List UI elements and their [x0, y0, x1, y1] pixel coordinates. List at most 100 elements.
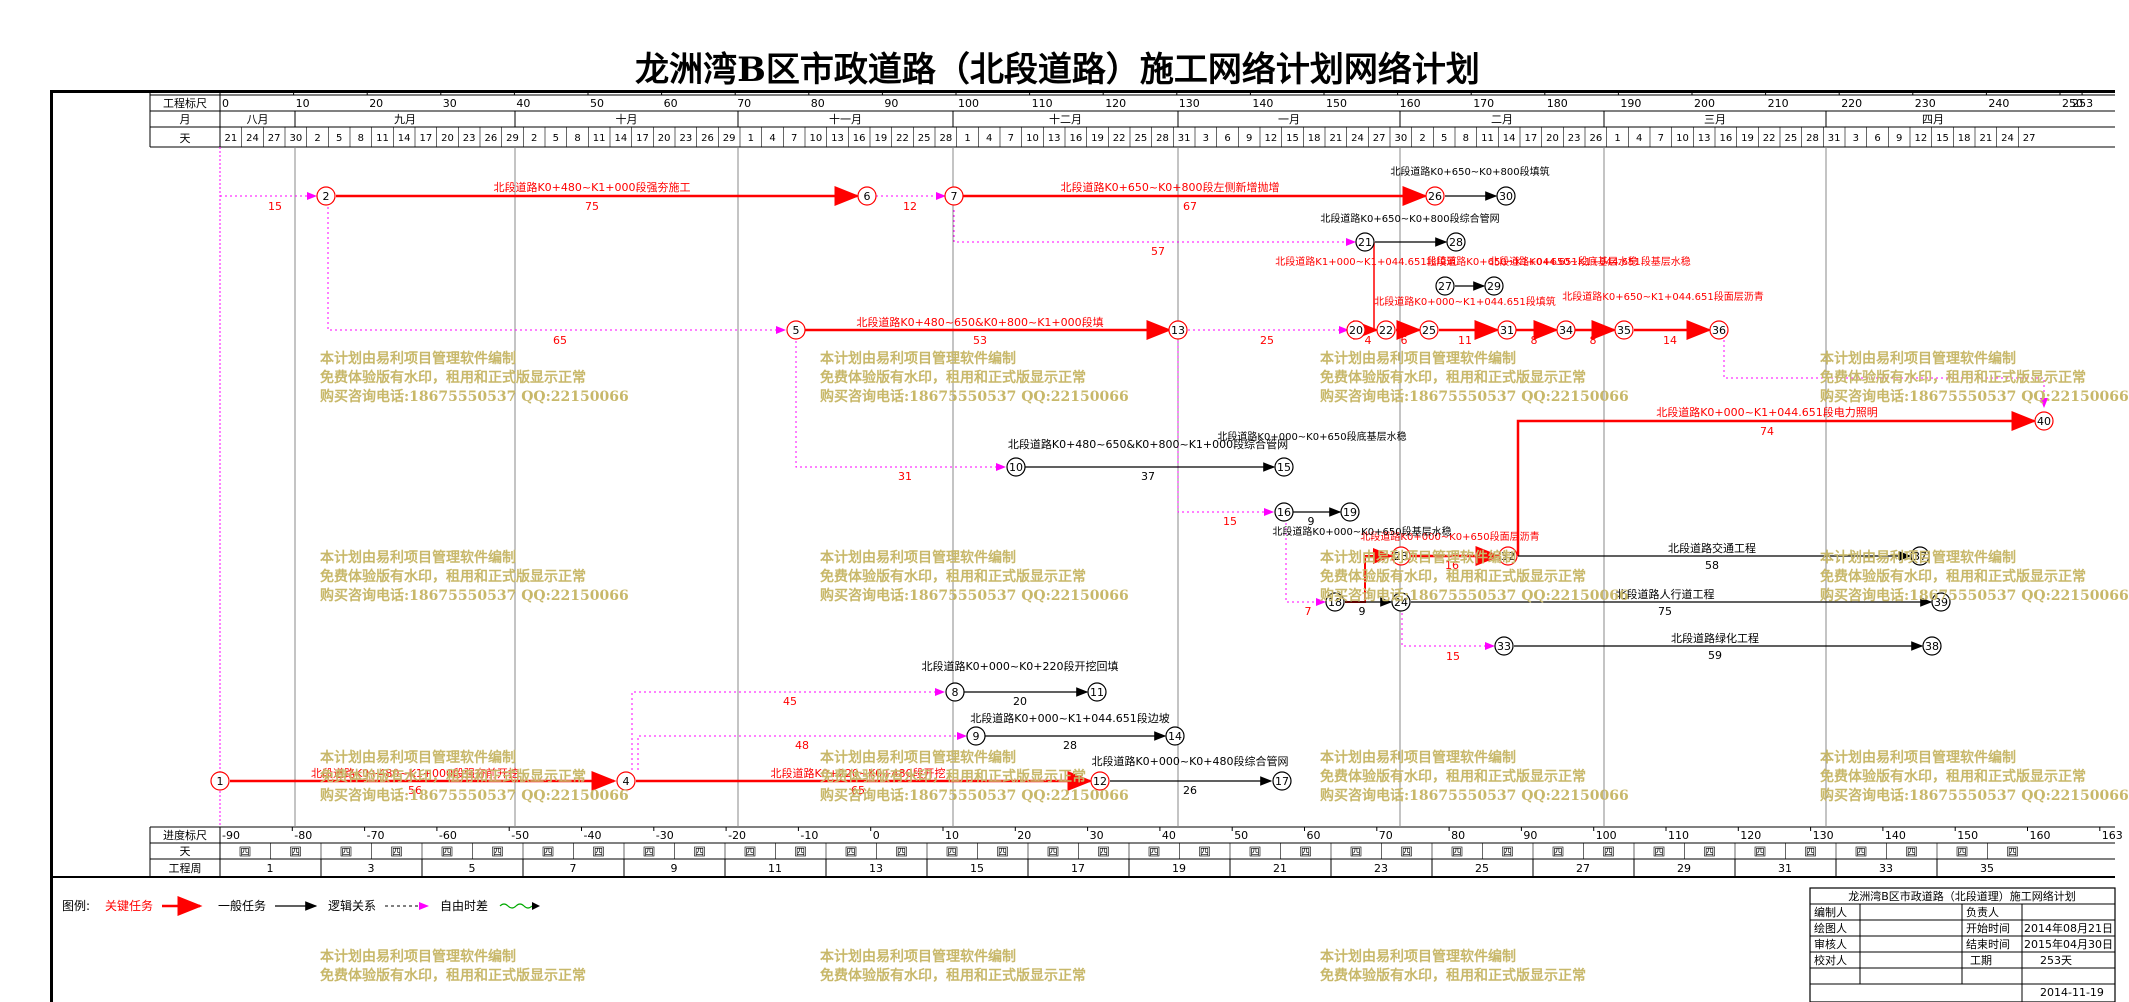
- duration-label: 4: [1365, 334, 1372, 347]
- node-number: 29: [1487, 280, 1501, 293]
- footer-day-box: [542, 846, 554, 857]
- day-label: 17: [636, 133, 649, 144]
- node-circle: [316, 186, 336, 206]
- task-label: 北段道路K0+650~K1+044.651段底基层水稳: [1426, 255, 1637, 268]
- node-circle: [1435, 276, 1455, 296]
- footer-day-label: 四: [1301, 848, 1310, 858]
- node-number: 4: [623, 775, 630, 788]
- task-label: 北段道路K1+000~K1+044.651段填筑: [1275, 255, 1456, 268]
- day-label: 16: [853, 133, 866, 144]
- row-label-month: 月: [180, 113, 191, 126]
- footer-grid: [50, 826, 2115, 878]
- day-label: 24: [1351, 133, 1364, 144]
- scale-tick-label: 190: [1620, 97, 1641, 110]
- node-number: 12: [1093, 775, 1107, 788]
- watermark: 本计划由易利项目管理软件编制免费体验版有水印，租用和正式版显示正常购买咨询电话:…: [1320, 350, 1629, 407]
- footer-day-label: 四: [1200, 848, 1209, 858]
- day-label: 13: [831, 133, 844, 144]
- scale-tick-label: 250: [2062, 97, 2083, 110]
- footer-day-label: 四: [1654, 848, 1663, 858]
- task-label: 北段道路K0+480~K1+000段强夯施工: [493, 180, 690, 194]
- info-cell: 绘图人: [1814, 921, 1847, 935]
- node-circle: [1274, 457, 1294, 477]
- footer-day-label: 四: [240, 848, 249, 858]
- scale-tick-label: 160: [1400, 97, 1421, 110]
- row-label-footer-day: 天: [180, 845, 191, 858]
- day-label: 13: [1698, 133, 1711, 144]
- day-label: 24: [246, 133, 259, 144]
- scale-tick-label: 230: [1915, 97, 1936, 110]
- info-cell: 结束时间: [1966, 938, 2010, 951]
- day-label: 26: [1589, 133, 1602, 144]
- scale-tick-label: 50: [590, 97, 604, 110]
- node-number: 15: [1277, 461, 1291, 474]
- info-cell: 开始时间: [1966, 921, 2010, 935]
- node-circle: [1168, 320, 1188, 340]
- progress-tick-label: 150: [1957, 829, 1978, 842]
- day-label: 10: [809, 133, 822, 144]
- month-label: 八月: [247, 113, 269, 126]
- node-number: 39: [1934, 596, 1948, 609]
- month-label: 十月: [616, 112, 638, 126]
- node-22: 22: [1376, 320, 1396, 340]
- node-number: 22: [1379, 324, 1393, 337]
- footer-day-label: 四: [1250, 848, 1259, 858]
- scale-tick-label: 240: [1988, 97, 2009, 110]
- watermark-line: 本计划由易利项目管理软件编制: [1820, 351, 2016, 367]
- node-31: 31: [1497, 320, 1517, 340]
- footer-day-label: 四: [1907, 848, 1916, 858]
- footer-day-label: 四: [1149, 848, 1158, 858]
- duration-label: 74: [1760, 425, 1774, 438]
- node-25: 25: [1419, 320, 1439, 340]
- day-label: 29: [723, 133, 736, 144]
- watermark-line: 免费体验版有水印，租用和正式版显示正常: [320, 769, 586, 785]
- scale-tick-label: 120: [1105, 97, 1126, 110]
- node-number: 21: [1358, 236, 1372, 249]
- node-39: 39: [1931, 592, 1951, 612]
- scale-tick-label: 100: [958, 97, 979, 110]
- footer-day-box: [1451, 846, 1463, 857]
- node-circle: [944, 186, 964, 206]
- task-label: 北段道路K0+650~K1+044.651段面层沥青: [1562, 290, 1763, 303]
- week-label: 23: [1374, 862, 1388, 875]
- node-number: 16: [1277, 506, 1291, 519]
- day-label: 17: [419, 133, 432, 144]
- day-label: 7: [1008, 133, 1014, 144]
- float-label: 31: [898, 470, 912, 483]
- footer-day-box: [1502, 846, 1513, 857]
- day-label: 27: [2023, 133, 2036, 144]
- duration-label: 16: [1445, 559, 1459, 572]
- day-label: 4: [1636, 133, 1642, 144]
- node-number: 31: [1500, 324, 1514, 337]
- node-circle: [1496, 186, 1516, 206]
- footer-day-box: [1148, 846, 1160, 857]
- day-label: 25: [918, 133, 931, 144]
- scale-tick-label: 170: [1473, 97, 1494, 110]
- node-27: 27: [1435, 276, 1455, 296]
- node-circle: [1391, 546, 1411, 566]
- day-label: 14: [614, 133, 627, 144]
- day-label: 10: [1676, 133, 1689, 144]
- node-35: 35: [1614, 320, 1634, 340]
- progress-tick-label: 160: [2030, 829, 2051, 842]
- node-number: 32: [1501, 550, 1515, 563]
- week-label: 15: [970, 862, 984, 875]
- node-38: 38: [1922, 636, 1942, 656]
- node-circle: [1272, 771, 1292, 791]
- day-label: 5: [1441, 133, 1447, 144]
- duration-label: 9: [1359, 605, 1366, 618]
- day-label: 14: [1503, 133, 1516, 144]
- footer-day-label: 四: [1553, 848, 1562, 858]
- day-label: 8: [1463, 133, 1469, 144]
- node-number: 1: [217, 775, 224, 788]
- header-row-labels: 工程标尺 月 天: [163, 96, 207, 145]
- day-label: 26: [484, 133, 497, 144]
- node-number: 28: [1449, 236, 1463, 249]
- node-29: 29: [1484, 276, 1504, 296]
- node-circle: [1446, 232, 1466, 252]
- day-label: 28: [1806, 133, 1819, 144]
- watermark-line: 购买咨询电话:18675550537 QQ:22150066: [1320, 588, 1629, 604]
- footer-day-box: [1956, 846, 1968, 857]
- duration-label: 56: [408, 784, 422, 797]
- progress-tick-label: 40: [1162, 829, 1176, 842]
